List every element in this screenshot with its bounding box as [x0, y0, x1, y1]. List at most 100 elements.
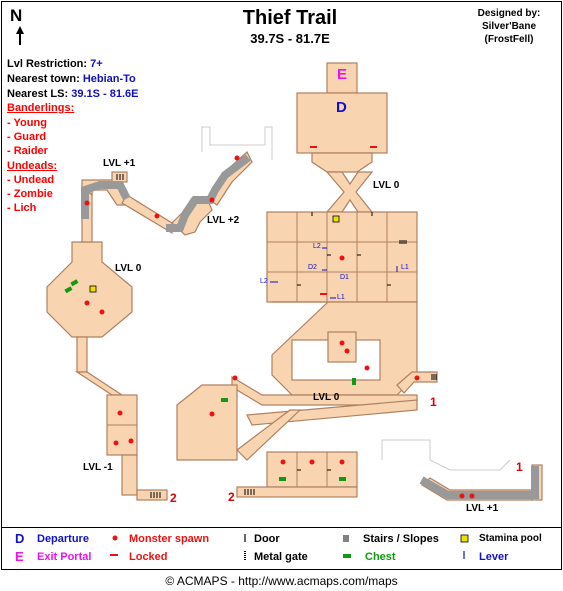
spawn-marker — [339, 340, 345, 346]
label-lvl-minus1: LVL -1 — [83, 462, 113, 473]
banderling-raider: - Raider — [7, 145, 48, 157]
link-1-right: 1 — [430, 395, 437, 409]
gray-stairs-upper-left — [81, 181, 131, 219]
undead-lich: - Lich — [7, 202, 37, 214]
undead-zombie: - Zombie — [7, 188, 53, 200]
compass-n: N — [10, 6, 23, 25]
spawn-marker — [339, 255, 345, 261]
spawn-marker — [339, 459, 345, 465]
door-label-d1: D1 — [340, 274, 349, 281]
lvl-restriction: Lvl Restriction: 7+ — [7, 57, 103, 71]
stairs-marker — [116, 174, 124, 180]
departure-neck — [311, 152, 373, 173]
chest-marker — [221, 398, 228, 402]
legend-metal-gate: Metal gate — [254, 551, 308, 563]
spawn-marker — [469, 493, 475, 499]
legend-symbols — [110, 534, 469, 560]
chest-marker — [339, 477, 346, 481]
stairs-marker — [150, 492, 161, 498]
map-border — [1, 1, 562, 570]
legend-lever: Lever — [479, 551, 509, 563]
legend-locked: Locked — [129, 551, 168, 563]
bottom-rooms — [266, 451, 358, 488]
legend-exit: Exit Portal — [37, 551, 92, 563]
stairs-marker — [431, 374, 437, 380]
legend-stairs-icon — [343, 535, 349, 542]
nearest-ls-label: Nearest LS: — [7, 88, 69, 100]
spawn-marker — [232, 375, 238, 381]
legend-stairs: Stairs / Slopes — [363, 533, 439, 545]
spawn-marker — [154, 213, 160, 219]
lvl-restriction-value: 7+ — [90, 58, 103, 70]
spawn-marker — [364, 365, 370, 371]
stairs-marker — [244, 489, 255, 495]
east-link-corridor — [396, 371, 438, 394]
spawn-marker — [459, 493, 465, 499]
chest-marker — [64, 286, 73, 294]
left-shaft — [76, 336, 88, 373]
footer-copyright[interactable]: © ACMAPS - http://www.acmaps.com/maps — [165, 574, 398, 588]
spawn-marker — [84, 200, 90, 206]
nearest-town: Nearest town: Hebian-To — [7, 72, 136, 86]
gray-stairs-lvl2 — [166, 154, 251, 232]
legend-locked-icon — [110, 554, 118, 556]
spawn-marker — [113, 440, 119, 446]
spawn-marker — [309, 459, 315, 465]
spawn-marker — [414, 375, 420, 381]
legend-chest-icon — [343, 554, 351, 558]
chest-marker — [70, 279, 79, 287]
undead-undead: - Undead — [7, 174, 55, 186]
legend-spawn-icon — [112, 535, 118, 541]
spawn-marker — [99, 309, 105, 315]
legend-door: Door — [254, 533, 280, 545]
legend-departure-symbol: D — [15, 531, 25, 546]
legend-separator — [1, 527, 562, 528]
banderling-young: - Young — [7, 117, 47, 129]
link-2-right: 2 — [170, 491, 177, 505]
void-upper — [201, 126, 273, 160]
upper-diagonal-to-lvl2 — [121, 194, 173, 235]
nearest-ls: Nearest LS: 39.1S - 81.6E — [7, 87, 138, 101]
nearest-ls-value: 39.1S - 81.6E — [71, 88, 139, 100]
west-room-low — [176, 384, 238, 461]
label-lvl-plus2: LVL +2 — [207, 215, 240, 226]
map-coords: 39.7S - 81.7E — [250, 31, 330, 46]
stairs-marker — [399, 240, 407, 244]
locked-door-marker — [370, 146, 377, 148]
lever-label-l2-b: L2 — [260, 278, 268, 285]
door-label-d2: D2 — [308, 264, 317, 271]
designer-block: Designed by: Silver'Bane (FrostFell) — [462, 7, 556, 46]
label-lvl-0-lower: LVL 0 — [313, 392, 340, 403]
label-lvl-plus1-top: LVL +1 — [103, 158, 136, 169]
designed-by-label: Designed by: — [477, 8, 541, 19]
spawn-marker — [209, 197, 215, 203]
left-diagonal — [74, 371, 125, 396]
designer-name: Silver'Bane — [481, 21, 537, 32]
link-2-left: 2 — [228, 490, 235, 504]
spawn-marker — [280, 459, 286, 465]
banderlings-title: Banderlings: — [7, 102, 75, 114]
spawn-marker — [117, 410, 123, 416]
bottom-corridor — [236, 486, 358, 498]
undeads-title: Undeads: — [7, 160, 58, 172]
spawn-marker — [128, 438, 134, 444]
stamina-pool-marker — [332, 215, 340, 223]
spawn-marker — [84, 300, 90, 306]
label-lvl-0-right: LVL 0 — [373, 180, 400, 191]
stamina-pool-marker — [89, 285, 97, 293]
north-arrow-icon — [16, 26, 24, 34]
designer-group: (FrostFell) — [484, 34, 534, 45]
left-octagon-room — [46, 241, 133, 338]
north-arrow-stem — [19, 33, 21, 45]
lever-label-l2-a: L2 — [313, 243, 321, 250]
void-lower-right — [381, 439, 511, 471]
legend-chest: Chest — [365, 551, 396, 563]
exit-portal-room — [326, 62, 358, 94]
gray-stairs-lower-right — [419, 466, 539, 499]
lever-label-l1: L1 — [401, 264, 409, 271]
legend-stamina: Stamina pool — [479, 533, 542, 544]
locked-door-marker — [320, 293, 327, 295]
link-1-lower: 1 — [516, 460, 523, 474]
